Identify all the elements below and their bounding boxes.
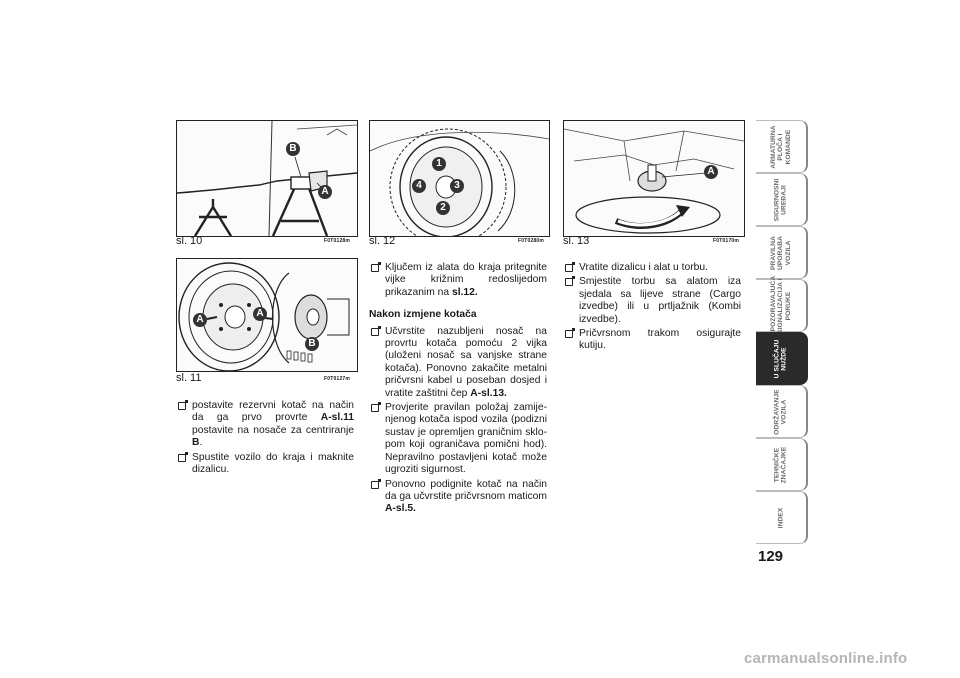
callout-label: B (286, 142, 300, 156)
checkbox-bullet-icon (565, 328, 575, 339)
list-item: Ključem iz alata do kraja pritegnite vij… (369, 262, 547, 299)
checkbox-bullet-icon (565, 262, 575, 272)
column-2: Ključem iz alata do kraja pritegnite vij… (369, 262, 547, 518)
page-number: 129 (758, 548, 784, 565)
tab-index[interactable]: INDEX (756, 491, 808, 544)
section-heading: Nakon izmjene kotača (369, 309, 477, 321)
figure-caption: sl. 11 (176, 372, 202, 384)
checkbox-bullet-icon (565, 276, 575, 287)
callout-label: 2 (436, 201, 450, 215)
figure-caption: sl. 12 (369, 235, 396, 247)
watermark: carmanualsonline.info (744, 650, 908, 667)
callout-label: B (305, 337, 319, 351)
figure-code: F0T0127m (324, 376, 351, 382)
column-1: postavite rezervni kotač na način da ga … (176, 400, 354, 478)
figure-code: F0T0170m (713, 238, 740, 244)
callout-label: A (318, 185, 332, 199)
column-3: Vratite dizalicu i alat u torbu. Smjesti… (563, 262, 741, 355)
bolt-tightening-order-illustration (370, 128, 549, 236)
tab-pravilna-uporaba[interactable]: PRAVILNA UPORABA VOZILA (756, 226, 808, 279)
list-item: Pričvrsnom trakom osigurajte kutiju. (563, 328, 741, 353)
checkbox-bullet-icon (371, 478, 381, 489)
callout-label: A (253, 307, 267, 321)
list-item: Smjestite torbu sa alatom iza sjedala sa… (563, 276, 741, 326)
callout-label: 1 (432, 157, 446, 171)
figure-sl12: 1 2 3 4 (369, 120, 550, 237)
tab-tehnicke-znacajke[interactable]: TEHNIČKE ZNAČAJKE (756, 438, 808, 491)
checkbox-bullet-icon (178, 451, 188, 462)
checkbox-bullet-icon (371, 402, 381, 413)
checkbox-bullet-icon (371, 325, 381, 336)
checkbox-bullet-icon (371, 262, 381, 272)
figure-code: F0T0280m (518, 238, 545, 244)
list-item: Učvrstite nazubljeni nosač na provrtu ko… (369, 325, 547, 400)
list-item: Provjerite pravilan položaj zamije-njeno… (369, 402, 547, 476)
figure-sl10: B A (176, 120, 358, 237)
list-item: Vratite dizalicu i alat u torbu. (563, 262, 741, 274)
section-tabs: ARMATURNA PLOČA I KOMANDE SIGURNOSNI URE… (756, 120, 808, 544)
jack-under-car-illustration (177, 121, 357, 236)
tab-armaturna-ploca[interactable]: ARMATURNA PLOČA I KOMANDE (756, 120, 808, 173)
list-item: Ponovno podignite kotač na način da ga u… (369, 478, 547, 516)
callout-label: A (193, 313, 207, 327)
tab-odrzavanje-vozila[interactable]: ODRŽAVANJE VOZILA (756, 385, 808, 438)
list-item: Spustite vozilo do kraja i maknite dizal… (176, 451, 354, 477)
spare-wheel-carrier-illustration (564, 128, 744, 234)
callout-label: 4 (412, 179, 426, 193)
figure-caption: sl. 13 (563, 235, 590, 247)
figure-sl11: A A B (176, 258, 358, 372)
figure-caption: sl. 10 (176, 235, 203, 247)
list-item: postavite rezervni kotač na način da ga … (176, 400, 354, 450)
checkbox-bullet-icon (178, 400, 188, 410)
tab-sigurnosni-uredaji[interactable]: SIGURNOSNI UREĐAJI (756, 173, 808, 226)
tab-u-slucaju-nuzde[interactable]: U SLUČAJU NUŽDE (756, 332, 808, 385)
callout-label: 3 (450, 179, 464, 193)
tab-upozoravajuca-signalizacija[interactable]: UPOZORAVAJUĆA SIGNALIZACIJA I PORUKE (756, 275, 808, 336)
figure-code: F0T0128m (324, 238, 351, 244)
figure-sl13: A (563, 120, 745, 237)
callout-label: A (704, 165, 718, 179)
